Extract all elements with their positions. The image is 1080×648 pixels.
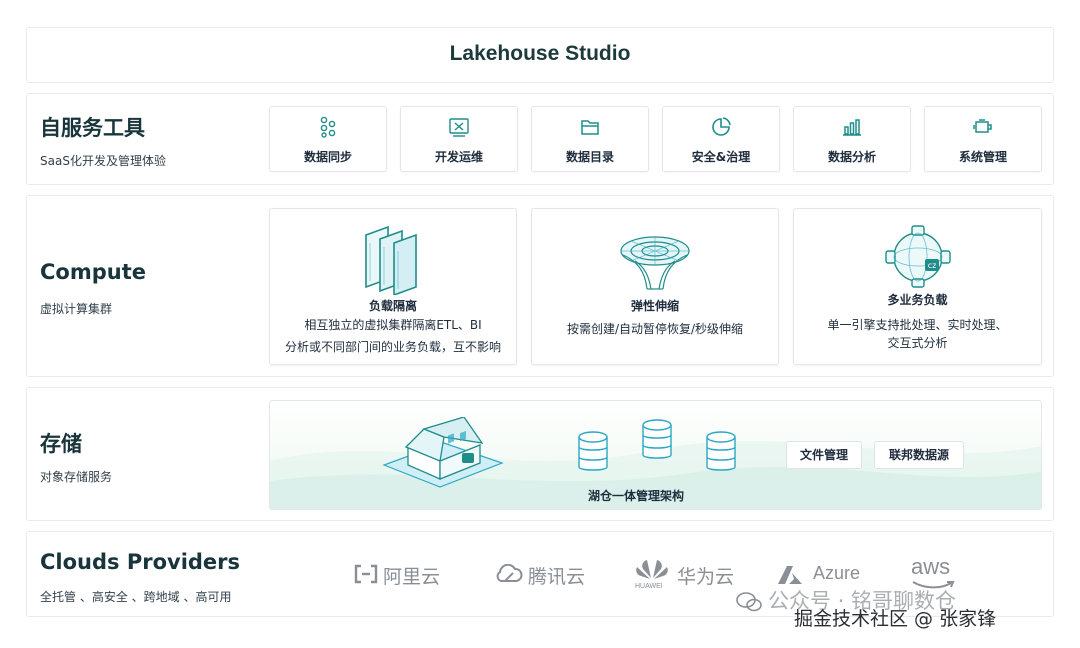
- tencent-cloud-logo-text: 腾讯云: [528, 567, 586, 588]
- section-subtitle-clouds: 全托管 、高安全 、跨地域 、高可用: [40, 590, 232, 604]
- folder-icon: [581, 120, 599, 135]
- tool-card-data-sync[interactable]: 数据同步: [269, 106, 387, 172]
- azure-logo-icon: [778, 566, 802, 584]
- tool-label: 数据同步: [303, 150, 352, 164]
- watermark-wechat: 公众号 · 铭哥聊数仓: [768, 589, 957, 613]
- aliyun-logo-icon: [354, 564, 378, 584]
- dev-ops-icon: [449, 118, 469, 137]
- compute-card-title: 弹性伸缩: [630, 299, 679, 313]
- huawei-logo-icon: [636, 560, 668, 579]
- tool-label: 安全&治理: [691, 150, 751, 164]
- compute-card-desc-line1: 单一引擎支持批处理、实时处理、: [827, 318, 1008, 332]
- compute-card-title: 多业务负载: [887, 293, 948, 307]
- tool-label: 数据分析: [827, 150, 876, 164]
- lakehouse-architecture-area: 湖仓一体管理架构 文件管理 联邦数据源: [269, 400, 1042, 510]
- svg-text:cz: cz: [927, 261, 936, 270]
- compute-card-elastic-scaling: 弹性伸缩 按需创建/自动暂停恢复/秒级伸缩: [531, 208, 779, 365]
- lakehouse-icon: [382, 417, 504, 488]
- engine-sphere-icon: cz: [884, 225, 951, 288]
- data-sync-icon: [320, 116, 336, 138]
- storage-panel: 存储 对象存储服务: [26, 387, 1054, 521]
- tool-label: 开发运维: [434, 150, 483, 164]
- layered-panels-icon: [365, 225, 417, 295]
- database-icon: [642, 419, 672, 459]
- section-subtitle-self-service: SaaS化开发及管理体验: [40, 154, 166, 168]
- compute-panel: Compute 虚拟计算集群 负载隔离 相互独立的虚拟集群隔离ETL、BI 分析…: [26, 195, 1054, 377]
- database-icon: [578, 431, 608, 471]
- compute-card-desc-line2: 分析或不同部门间的业务负载，互不影响: [284, 340, 501, 354]
- header-panel: Lakehouse Studio: [26, 27, 1054, 83]
- tool-card-data-analysis[interactable]: 数据分析: [793, 106, 911, 172]
- compute-card-title: 负载隔离: [368, 299, 417, 313]
- section-subtitle-compute: 虚拟计算集群: [40, 302, 113, 316]
- aws-logo-text: aws: [911, 554, 951, 579]
- bar-chart-icon: [843, 119, 861, 136]
- compute-card-desc-line1: 相互独立的虚拟集群隔离ETL、BI: [304, 318, 482, 332]
- section-title-storage: 存储: [40, 432, 82, 456]
- azure-logo-text: Azure: [813, 563, 861, 583]
- tool-card-data-catalog[interactable]: 数据目录: [531, 106, 649, 172]
- huawei-logo-text: 华为云: [677, 567, 735, 588]
- page-title: Lakehouse Studio: [449, 42, 631, 65]
- compute-card-load-isolation: 负载隔离 相互独立的虚拟集群隔离ETL、BI 分析或不同部门间的业务负载，互不影…: [269, 208, 517, 365]
- file-management-button[interactable]: 文件管理: [786, 441, 862, 469]
- watermark-juejin: 掘金技术社区 @ 张家锋: [794, 608, 997, 630]
- clouds-panel: Clouds Providers 全托管 、高安全 、跨地域 、高可用 阿里云 …: [26, 531, 1054, 617]
- tool-label: 数据目录: [565, 150, 614, 164]
- section-subtitle-storage: 对象存储服务: [40, 470, 113, 484]
- compute-card-desc-line2: 交互式分析: [887, 336, 948, 350]
- self-service-panel: 自服务工具 SaaS化开发及管理体验 数据同步 开发运维 数据目录: [26, 93, 1054, 185]
- aws-logo-icon: [912, 581, 955, 589]
- tool-card-system-admin[interactable]: 系统管理: [924, 106, 1042, 172]
- federated-datasource-button[interactable]: 联邦数据源: [874, 441, 964, 469]
- tool-card-dev-ops[interactable]: 开发运维: [400, 106, 518, 172]
- compute-card-multi-workload: cz 多业务负载 单一引擎支持批处理、实时处理、 交互式分析: [793, 208, 1042, 365]
- section-title-compute: Compute: [40, 260, 146, 284]
- database-icon: [706, 431, 736, 471]
- storage-caption: 湖仓一体管理架构: [588, 489, 685, 503]
- tool-card-security-governance[interactable]: 安全&治理: [662, 106, 780, 172]
- wechat-icon: [736, 592, 762, 612]
- huawei-logo-subtext: HUAWEI: [635, 583, 663, 590]
- tencent-cloud-logo-icon: [496, 564, 523, 582]
- tool-label: 系统管理: [958, 150, 1007, 164]
- pie-chart-icon: [712, 117, 731, 136]
- system-admin-icon: [973, 119, 992, 133]
- wormhole-icon: [620, 236, 690, 290]
- section-title-clouds: Clouds Providers: [40, 550, 241, 574]
- section-title-self-service: 自服务工具: [40, 116, 145, 140]
- aliyun-logo-text: 阿里云: [383, 567, 441, 588]
- compute-card-desc-line1: 按需创建/自动暂停恢复/秒级伸缩: [566, 322, 744, 336]
